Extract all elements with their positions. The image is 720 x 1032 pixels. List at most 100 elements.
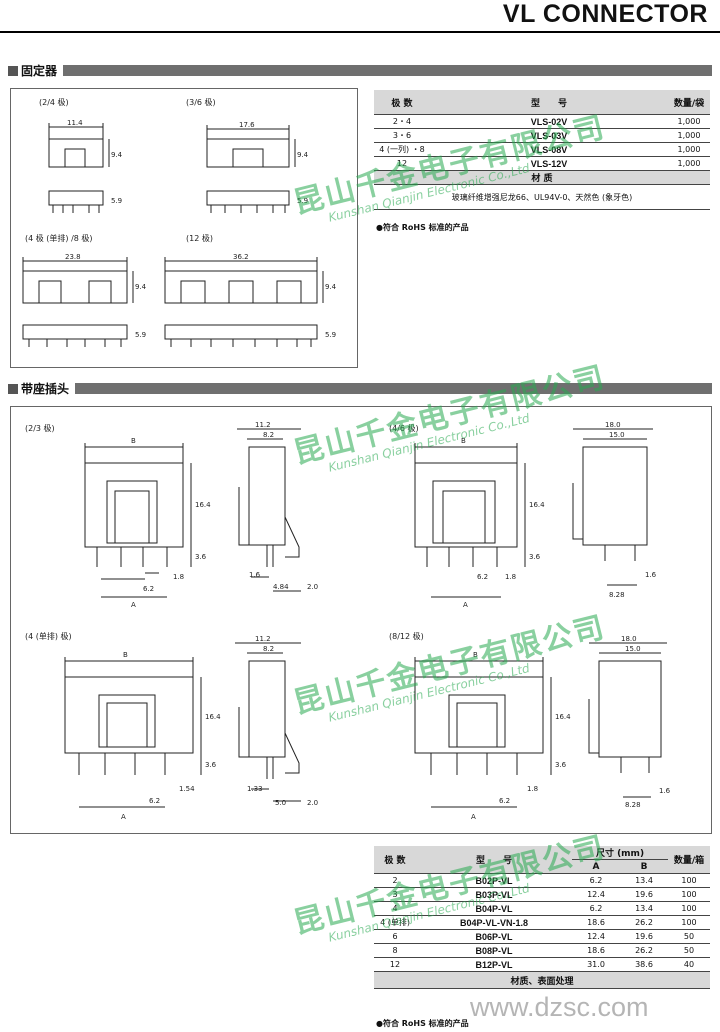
dim-B-1: B — [131, 437, 136, 445]
dim-sidew2-2: 15.0 — [609, 431, 625, 439]
dim-s2-1: 4.84 — [273, 583, 289, 591]
section-title-header: 带座插头 — [21, 382, 70, 396]
col-qty: 数量/袋 — [668, 90, 710, 115]
header-label-2: (4/6 极) — [389, 423, 419, 433]
col-model: 型 号 — [430, 90, 668, 115]
material-header-2: 材质、表面处理 — [374, 971, 710, 989]
site-watermark: www.dzsc.com — [470, 992, 649, 1022]
header-front-2 — [414, 443, 526, 598]
dim-h-3: 16.4 — [205, 713, 221, 721]
dim-B-3: B — [123, 651, 128, 659]
section-bar-fill — [63, 65, 712, 76]
dim-sidew2-3: 8.2 — [263, 645, 274, 653]
header-side-2 — [572, 428, 653, 586]
col-qty: 数量/箱 — [668, 846, 710, 874]
dim-p2-4: 1.8 — [527, 785, 538, 793]
retainer-foot-4: 5.9 — [325, 331, 336, 339]
header-front-4 — [414, 657, 552, 808]
dim-sidew2-1: 8.2 — [263, 431, 274, 439]
dim-p1-3: 6.2 — [149, 797, 160, 805]
dim-s1-2: 8.28 — [609, 591, 625, 599]
dim-sidew-2: 18.0 — [605, 421, 621, 429]
dim-s1-4: 8.28 — [625, 801, 641, 809]
title-rule — [0, 31, 720, 33]
retainer-width-2: 17.6 — [239, 121, 255, 129]
retainer-foot-2: 5.9 — [297, 197, 308, 205]
retainer-foot-1: 5.9 — [111, 197, 122, 205]
col-size: 尺寸 (mm) — [572, 846, 668, 860]
dim-A-4: A — [471, 813, 476, 821]
col-model: 型 号 — [416, 846, 572, 874]
dim-s2-3: 5.0 — [275, 799, 286, 807]
header-label-1: (2/3 极) — [25, 423, 55, 433]
col-B: B — [620, 859, 668, 874]
dim-pin-2: 3.6 — [529, 553, 541, 561]
dim-pin-4: 3.6 — [555, 761, 567, 769]
dim-sidew-4: 18.0 — [621, 635, 637, 643]
retainer-width-1: 11.4 — [67, 119, 83, 127]
retainer-foot-3: 5.9 — [135, 331, 146, 339]
section-title-retainer: 固定器 — [21, 64, 58, 78]
dim-s3-3: 2.0 — [307, 799, 318, 807]
dim-h-1: 16.4 — [195, 501, 211, 509]
retainer-drawing-3 — [22, 257, 134, 347]
dim-p2-3: 1.54 — [179, 785, 195, 793]
section-bar-retainer: 固定器 — [8, 64, 712, 78]
dim-s1-1: 1.6 — [249, 571, 261, 579]
dim-p2-2: 1.8 — [505, 573, 516, 581]
dim-sidew2-4: 15.0 — [625, 645, 641, 653]
header-side-3 — [235, 642, 301, 802]
retainer-drawing-4 — [164, 257, 324, 347]
section-bar-fill — [75, 383, 712, 394]
retainer-height-3: 9.4 — [135, 283, 147, 291]
retainer-label-4: (12 极) — [186, 233, 213, 243]
dim-A-1: A — [131, 601, 136, 609]
dim-s2-2: 1.6 — [645, 571, 657, 579]
retainer-height-2: 9.4 — [297, 151, 309, 159]
header-drawing-frame: (2/3 极) B 16.4 3.6 6.2 1.8 A 11.2 8.2 1.… — [10, 406, 712, 834]
dim-p1-1: 6.2 — [143, 585, 154, 593]
retainer-label-2: (3/6 极) — [186, 97, 216, 107]
dim-s2-4: 1.6 — [659, 787, 671, 795]
rohs-note-2: ●符合 RoHS 标准的产品 — [376, 1019, 469, 1028]
dim-p2-1: 1.8 — [173, 573, 184, 581]
dim-B-2: B — [461, 437, 466, 445]
retainer-drawings: (2/4 极) 11.4 9.4 5.9 (3/6 极) 17.6 9.4 5.… — [22, 97, 337, 347]
retainer-height-1: 9.4 — [111, 151, 123, 159]
dim-A-2: A — [463, 601, 468, 609]
dim-sidew-3: 11.2 — [255, 635, 271, 643]
header-drawings: (2/3 极) B 16.4 3.6 6.2 1.8 A 11.2 8.2 1.… — [25, 421, 671, 821]
dim-p1-2: 6.2 — [477, 573, 488, 581]
page-title: VL CONNECTOR — [502, 0, 708, 28]
material-value: 玻璃纤维增强尼龙66、UL94V-0、天然色 (象牙色) — [374, 184, 710, 210]
dim-pin-1: 3.6 — [195, 553, 207, 561]
retainer-label-1: (2/4 极) — [39, 97, 69, 107]
section-bar-header: 带座插头 — [8, 382, 712, 396]
dim-h-4: 16.4 — [555, 713, 571, 721]
section-square-icon — [8, 383, 18, 394]
dim-A-3: A — [121, 813, 126, 821]
col-poles: 极 数 — [374, 846, 416, 874]
material-header: 材 质 — [374, 170, 710, 185]
section-square-icon — [8, 65, 18, 76]
retainer-label-3: (4 极 (单排) /8 极) — [25, 233, 93, 243]
dim-pin-3: 3.6 — [205, 761, 217, 769]
rohs-note-1: ●符合 RoHS 标准的产品 — [376, 223, 469, 232]
header-front-1 — [84, 443, 192, 598]
retainer-drawing-frame: (2/4 极) 11.4 9.4 5.9 (3/6 极) 17.6 9.4 5.… — [10, 88, 358, 368]
col-poles: 极 数 — [374, 90, 430, 115]
dim-p1-4: 6.2 — [499, 797, 510, 805]
header-label-4: (8/12 极) — [389, 631, 424, 641]
header-side-1 — [237, 428, 301, 592]
dim-B-4: B — [473, 651, 478, 659]
